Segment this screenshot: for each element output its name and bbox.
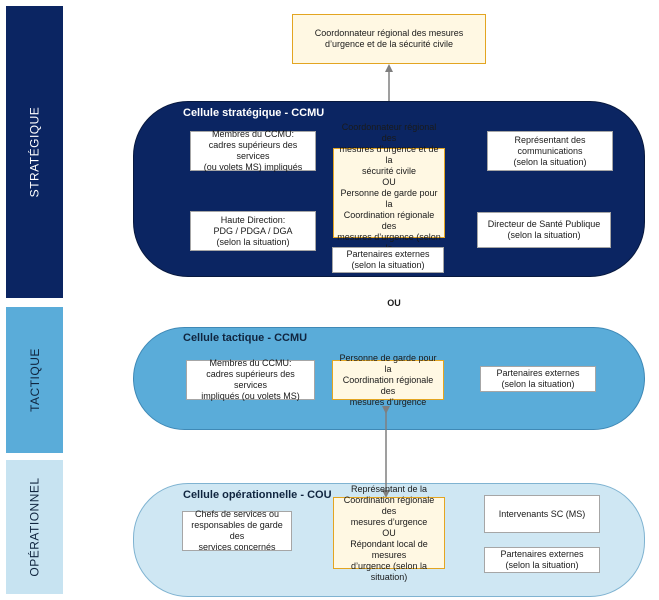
strategic-communications-box: Représentant des communications (selon l… (487, 131, 613, 171)
level-band-tactique: TACTIQUE (6, 307, 63, 453)
operational-representative-box: Représentant de la Coordination régional… (333, 484, 445, 582)
strategic-direction-box: Haute Direction: PDG / PDGA / DGA (selon… (190, 211, 316, 251)
operational-cell-title: Cellule opérationnelle - COU (183, 489, 332, 501)
strategic-members-box: Membres du CCMU: cadres supérieurs des s… (190, 129, 316, 172)
tactical-partners-box: Partenaires externes (selon la situation… (480, 366, 596, 392)
strategic-coordinator-box: Coordonnateur régional des mesures d’urg… (333, 122, 445, 264)
tactical-members-box: Membres du CCMU: cadres supérieurs des s… (186, 358, 315, 401)
level-band-operationnel: OPÉRATIONNEL (6, 460, 63, 594)
operational-chiefs-box: Chefs de services ou responsables de gar… (182, 509, 292, 552)
regional-coordinator-box: Coordonnateur régional des mesures d’urg… (292, 14, 486, 64)
tactical-cell-title: Cellule tactique - CCMU (183, 332, 308, 344)
strategic-cell-title: Cellule stratégique - CCMU (183, 107, 325, 119)
operational-sc-workers-box: Intervenants SC (MS) (484, 495, 600, 533)
strategic-public-health-box: Directeur de Santé Publique (selon la si… (477, 212, 611, 248)
ou-separator: OU (387, 298, 401, 308)
tactical-oncall-box: Personne de garde pour la Coordination r… (332, 353, 444, 407)
level-band-strategique: STRATÉGIQUE (6, 6, 63, 298)
strategic-partners-box: Partenaires externes (selon la situation… (332, 247, 444, 273)
operational-partners-box: Partenaires externes (selon la situation… (484, 547, 600, 573)
